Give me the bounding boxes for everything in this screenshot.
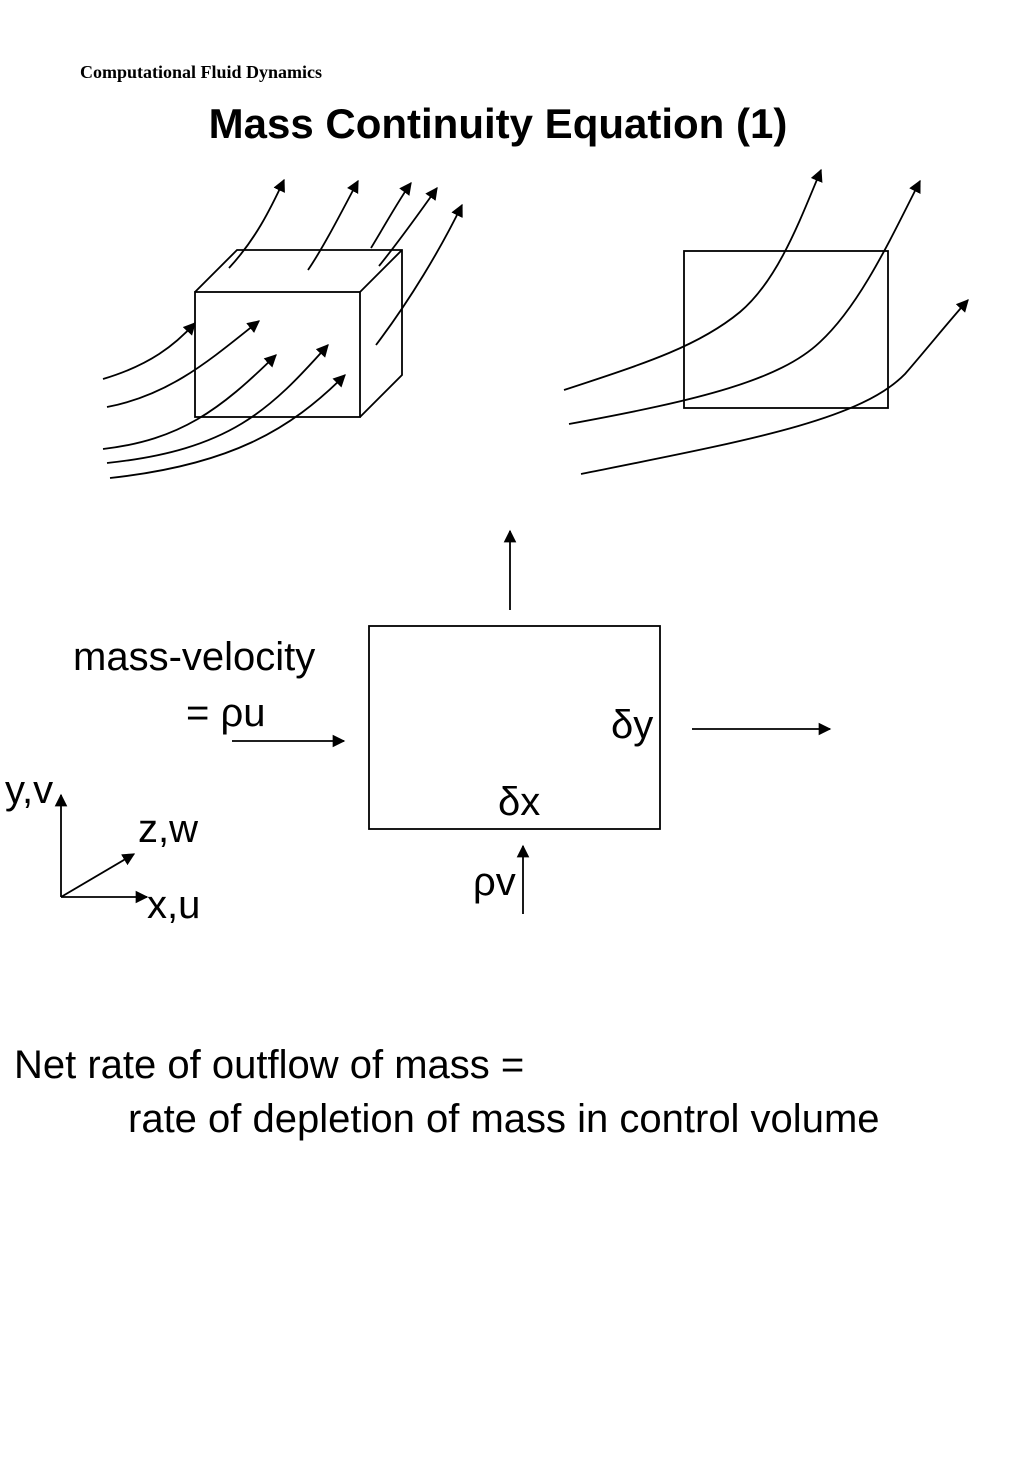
z-axis — [60, 853, 136, 898]
rect-streamlines — [563, 168, 969, 475]
fluid-element-box — [368, 625, 661, 830]
axis-y-label: y,v — [5, 768, 53, 812]
cube-figure — [102, 178, 463, 479]
axis-x-label: x,u — [147, 883, 200, 927]
control-volume-cube — [194, 249, 403, 418]
mass-velocity-label: mass-velocity — [73, 635, 315, 679]
statement-line-1: Net rate of outflow of mass = — [14, 1043, 525, 1087]
statement-line-2: rate of depletion of mass in control vol… — [128, 1097, 880, 1141]
rho-v-label: ρv — [473, 860, 516, 904]
page-title: Mass Continuity Equation (1) — [208, 100, 788, 147]
coordinate-axes — [54, 793, 149, 904]
rectangle-figure — [563, 168, 969, 475]
delta-y-label: δy — [611, 703, 653, 747]
cube-streamlines — [102, 178, 463, 479]
delta-x-label: δx — [498, 780, 540, 824]
course-header: Computational Fluid Dynamics — [80, 62, 323, 82]
axis-z-label: z,w — [138, 807, 198, 851]
flux-element — [232, 529, 832, 914]
mass-velocity-expr: = ρu — [186, 691, 265, 735]
